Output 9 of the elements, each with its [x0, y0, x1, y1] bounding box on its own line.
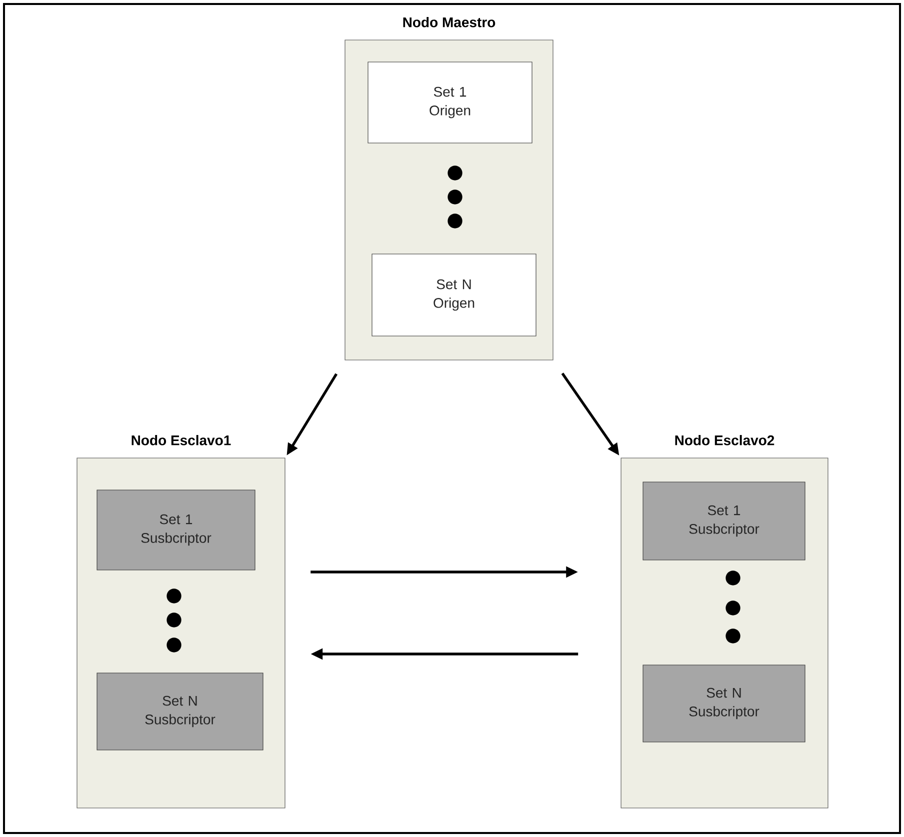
set-box: Set N Susbcriptor — [96, 672, 264, 750]
set-box: Set 1 Susbcriptor — [642, 482, 806, 560]
set-box: Set 1 Origen — [368, 62, 532, 144]
node-label: Nodo Esclavo1 — [132, 435, 231, 446]
node-label: Nodo Maestro — [403, 17, 496, 28]
set-box: Set N Susbcriptor — [642, 664, 806, 742]
set-box: Set 1 Susbcriptor — [96, 490, 256, 570]
node-label: Nodo Esclavo2 — [675, 435, 774, 446]
set-box: Set N Origen — [372, 254, 536, 336]
